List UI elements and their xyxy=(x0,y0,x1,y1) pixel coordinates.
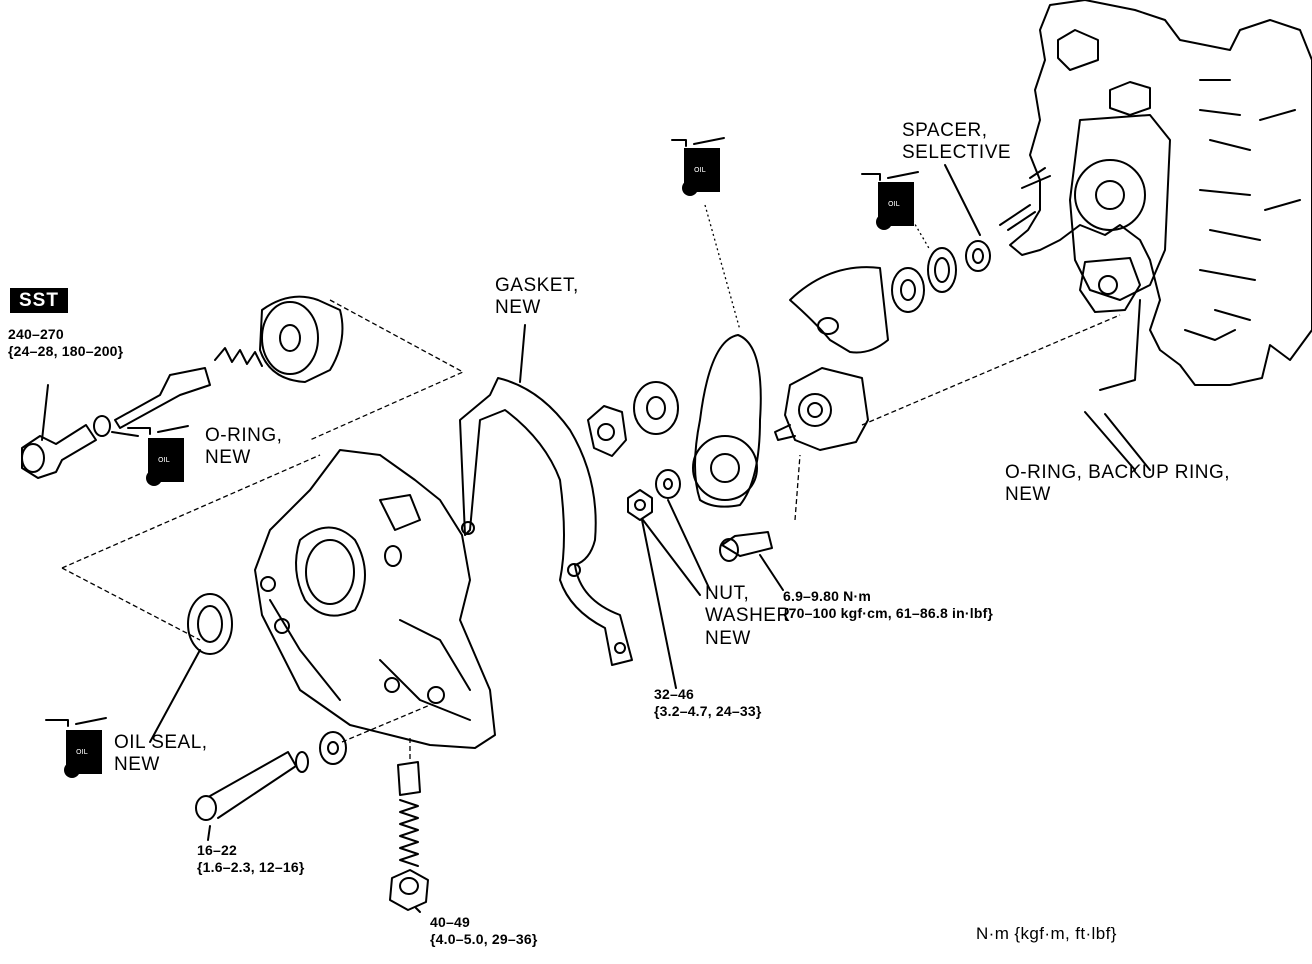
label-line: SPACER, xyxy=(902,120,988,141)
lock-washer xyxy=(295,751,309,773)
nut-torque: 32–46 {3.2–4.7, 24–33} xyxy=(654,686,762,719)
cover-bolt xyxy=(195,751,297,821)
label-line: WASHER xyxy=(705,605,791,627)
label-line: NEW xyxy=(705,627,751,649)
sst-bolt-torque: 240–270 {24–28, 180–200} xyxy=(8,326,123,359)
flat-washer xyxy=(319,731,347,765)
label-line: NUT, xyxy=(705,583,750,604)
spacer-selective-label: SPACER, SELECTIVE xyxy=(902,120,1011,165)
label-line: OIL SEAL, xyxy=(114,732,208,753)
label-line: NEW xyxy=(205,447,251,469)
oil-pump xyxy=(774,367,869,451)
valve-spring xyxy=(399,799,419,867)
key-hub xyxy=(587,405,627,457)
torque-alt-units: {24–28, 180–200} xyxy=(8,342,124,359)
torque-value: 32–46 xyxy=(654,686,694,702)
crank-sprocket xyxy=(633,381,679,435)
torque-alt-units: {3.2–4.7, 24–33} xyxy=(654,702,762,719)
plug-bolt xyxy=(389,869,429,911)
label-line: NEW xyxy=(1005,484,1051,506)
o-ring xyxy=(93,415,111,437)
gasket-new-label: GASKET, NEW xyxy=(495,275,579,320)
nut-washer-label: NUT, WASHER NEW xyxy=(705,583,791,650)
svg-text:OIL: OIL xyxy=(888,200,900,208)
cover-bolt-torque: 16–22 {1.6–2.3, 12–16} xyxy=(197,842,305,875)
torque-value: 40–49 xyxy=(430,914,470,930)
gasket xyxy=(459,377,633,666)
sst-badge: SST xyxy=(10,288,68,313)
torque-units-legend: N·m {kgf·m, ft·lbf} xyxy=(976,924,1117,943)
label-line: NEW xyxy=(495,297,541,319)
svg-text:OIL: OIL xyxy=(158,456,170,464)
torque-value: 240–270 xyxy=(8,326,64,342)
oil-application-icon: OIL xyxy=(671,137,725,196)
sst-bolt xyxy=(21,424,97,479)
chain-guide xyxy=(789,266,889,354)
pump-bolt xyxy=(719,531,773,562)
oil-seal xyxy=(187,593,233,655)
bearing-stack xyxy=(891,240,991,313)
label-line: NEW xyxy=(114,754,160,776)
label-line: O-RING, BACKUP RING, xyxy=(1005,462,1231,483)
label-line: O-RING, xyxy=(205,425,283,446)
o-ring-backup-label: O-RING, BACKUP RING, NEW xyxy=(1005,462,1230,507)
label-line: SELECTIVE xyxy=(902,142,1012,164)
oil-application-icon: OIL xyxy=(861,171,919,230)
torque-alt-units: {70–100 kgf·cm, 61–86.8 in·lbf} xyxy=(783,604,994,621)
pump-bolt-torque: 6.9–9.80 N·m {70–100 kgf·cm, 61–86.8 in·… xyxy=(783,588,993,621)
o-ring-new-label: O-RING, NEW xyxy=(205,425,282,470)
front-cover xyxy=(254,449,496,749)
engine-block xyxy=(999,0,1312,386)
torque-alt-units: {1.6–2.3, 12–16} xyxy=(197,858,305,875)
timing-chain xyxy=(692,204,762,508)
plug-torque: 40–49 {4.0–5.0, 29–36} xyxy=(430,914,538,947)
oil-application-icon: OIL xyxy=(127,425,189,486)
valve-plunger xyxy=(397,761,421,796)
torque-value: 6.9–9.80 N·m xyxy=(783,588,872,604)
svg-text:OIL: OIL xyxy=(76,748,88,756)
relief-spring xyxy=(214,347,263,367)
crank-pulley xyxy=(259,295,344,383)
oil-application-icon: OIL xyxy=(45,717,107,778)
relief-plunger xyxy=(114,367,211,429)
svg-text:OIL: OIL xyxy=(694,166,706,174)
label-line: GASKET, xyxy=(495,275,579,296)
nut-washer xyxy=(627,469,681,521)
torque-alt-units: {4.0–5.0, 29–36} xyxy=(430,930,538,947)
torque-value: 16–22 xyxy=(197,842,237,858)
oil-seal-new-label: OIL SEAL, NEW xyxy=(114,732,208,777)
